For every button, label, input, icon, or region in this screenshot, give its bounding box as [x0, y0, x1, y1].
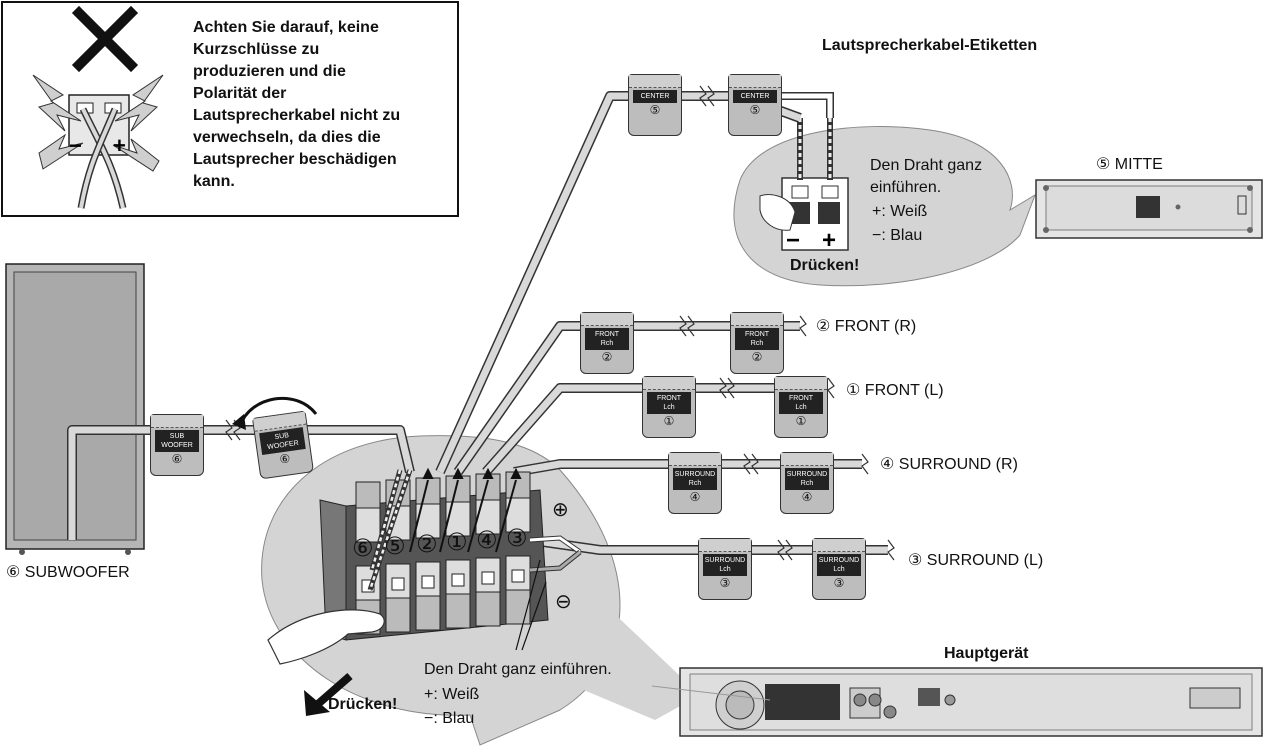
- tag-line1: SUB: [169, 433, 185, 440]
- center-terminal-block: − +: [759, 177, 849, 254]
- surround-r-cable: [513, 459, 862, 477]
- cable-tag-center-1: CENTER ⑤: [628, 74, 682, 136]
- tag-line1: FRONT: [656, 395, 682, 402]
- tag-number: ⑤: [749, 103, 761, 117]
- main-unit-speaker-terminals: [765, 684, 840, 720]
- cable-tag-front-l-2: FRONT Lch ①: [774, 376, 828, 438]
- fold-arrow-icon: [238, 396, 318, 427]
- short-circuit-warning-illustration: − +: [32, 5, 164, 209]
- tag-number: ②: [601, 350, 613, 364]
- surround-l-cable: [529, 535, 888, 555]
- tag-line1: CENTER: [740, 93, 770, 100]
- prohibited-x-icon: [71, 5, 139, 73]
- pressing-finger: [759, 194, 796, 231]
- main-wire-instruction: Den Draht ganz einführen.: [424, 661, 612, 678]
- cable-break-marks: [225, 85, 895, 561]
- cable-tag-sub-1: SUB WOOFER ⑥: [150, 414, 204, 476]
- polarity-plus-mark: +: [113, 133, 126, 158]
- tag-number: ④: [689, 490, 701, 504]
- mitte-label: ⑤ MITTE: [1096, 156, 1163, 173]
- center-wire-instruction: Den Draht ganz einführen.: [870, 157, 983, 196]
- tag-line1: FRONT: [744, 331, 770, 338]
- main-press-label: Drücken!: [328, 696, 398, 713]
- tag-number: ⑤: [649, 103, 661, 117]
- cable-tag-front-l-1: FRONT Lch ①: [642, 376, 696, 438]
- main-minus-label: −: Blau: [424, 710, 475, 727]
- tag-number: ①: [663, 414, 675, 428]
- warning-text: Achten Sie darauf, keine Kurzschlüsse zu…: [193, 19, 401, 190]
- terminal-number: ⑥: [352, 534, 374, 562]
- tag-line2: Lch: [719, 566, 731, 573]
- front-r-label: ② FRONT (R): [816, 318, 917, 335]
- cable-labels-title: Lautsprecherkabel-Etiketten: [822, 37, 1038, 54]
- front-l-cable: [482, 383, 828, 476]
- tag-line1: CENTER: [640, 93, 670, 100]
- surround-l-label: ③ SURROUND (L): [908, 552, 1044, 569]
- subwoofer-foot: [125, 549, 131, 555]
- terminal-plus-mark: ⊕: [552, 499, 569, 521]
- cable-tag-surround-r-2: SURROUND Rch ④: [780, 452, 834, 514]
- tag-line1: SURROUND: [704, 557, 746, 564]
- tag-line2: Lch: [663, 404, 675, 411]
- main-unit-label: Hauptgerät: [944, 645, 1029, 662]
- tag-line2: Rch: [600, 340, 614, 347]
- tag-line1: SURROUND: [674, 471, 716, 478]
- subwoofer-label: ⑥ SUBWOOFER: [6, 564, 130, 581]
- terminal-number: ①: [446, 528, 468, 556]
- lightning-bolt-icon: [112, 138, 160, 172]
- tag-line2: Rch: [688, 480, 702, 487]
- surround-r-label: ④ SURROUND (R): [880, 456, 1018, 473]
- tag-line1: FRONT: [788, 395, 814, 402]
- tag-line2: WOOFER: [161, 442, 193, 449]
- tag-number: ③: [833, 576, 845, 590]
- front-r-cable: [453, 321, 800, 475]
- tag-number: ②: [751, 350, 763, 364]
- tag-number: ⑥: [171, 452, 183, 466]
- cable-tag-surround-r-1: SURROUND Rch ④: [668, 452, 722, 514]
- tag-line2: Rch: [750, 340, 764, 347]
- subwoofer-foot: [19, 549, 25, 555]
- tag-line2: Lch: [833, 566, 845, 573]
- terminal-minus-mark: ⊖: [555, 591, 572, 613]
- tag-number: ③: [719, 576, 731, 590]
- cable-tag-surround-l-1: SURROUND Lch ③: [698, 538, 752, 600]
- center-plus-mark: +: [822, 227, 836, 254]
- tag-number: ①: [795, 414, 807, 428]
- terminal-number: ②: [416, 530, 438, 558]
- center-speaker-device: [1035, 179, 1263, 239]
- cable-tag-surround-l-2: SURROUND Lch ③: [812, 538, 866, 600]
- terminal-number: ⑤: [384, 532, 406, 560]
- main-plus-label: +: Weiß: [424, 686, 480, 703]
- center-press-label: Drücken!: [790, 257, 860, 274]
- bubble-pointer: [560, 600, 700, 720]
- cable-tag-center-2: CENTER ⑤: [728, 74, 782, 136]
- terminal-number: ④: [476, 526, 498, 554]
- tag-line1: SURROUND: [786, 471, 828, 478]
- center-plus-label: +: Weiß: [872, 203, 928, 220]
- center-minus-mark: −: [786, 227, 800, 254]
- warning-box: − + Achten Sie darauf, keine Kurzschlüss…: [1, 1, 459, 217]
- tag-number: ④: [801, 490, 813, 504]
- tag-line2: Rch: [800, 480, 814, 487]
- cable-tag-front-r-2: FRONT Rch ②: [730, 312, 784, 374]
- lightning-bolt-icon: [114, 74, 164, 132]
- polarity-minus-mark: −: [69, 133, 82, 158]
- lightning-bolt-icon: [38, 133, 84, 170]
- cable-tag-front-r-1: FRONT Rch ②: [580, 312, 634, 374]
- main-unit-device: [679, 667, 1263, 737]
- front-l-label: ① FRONT (L): [846, 382, 944, 399]
- main-terminal-block: [267, 467, 582, 716]
- pressing-hand: [267, 609, 385, 665]
- center-device-terminal: [1136, 196, 1160, 218]
- tag-line2: Lch: [795, 404, 807, 411]
- tag-line1: FRONT: [594, 331, 620, 338]
- terminal-number: ③: [506, 524, 528, 552]
- tag-line1: SURROUND: [818, 557, 860, 564]
- press-arrow-icon: [315, 672, 353, 708]
- center-minus-label: −: Blau: [872, 227, 923, 244]
- lightning-bolt-icon: [32, 74, 82, 132]
